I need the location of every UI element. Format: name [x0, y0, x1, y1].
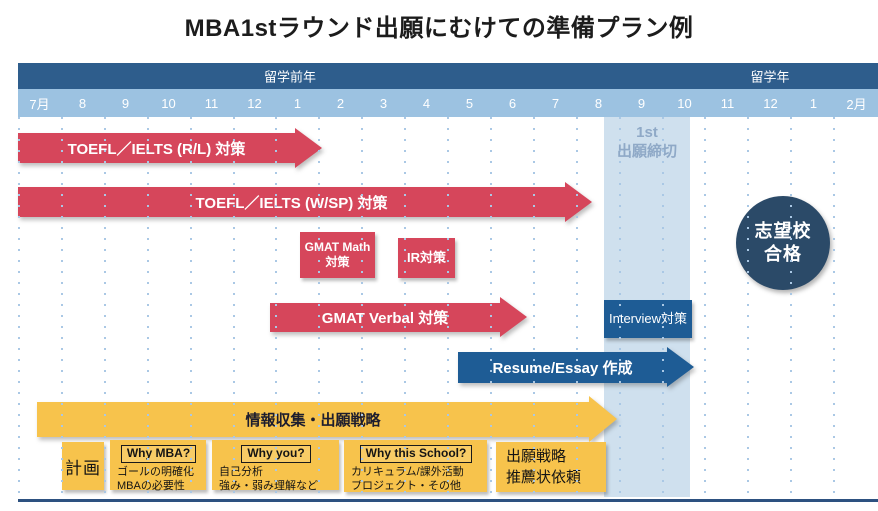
arrow-head-icon — [667, 347, 694, 387]
step-line: 推薦状依頼 — [506, 469, 582, 486]
grid-line — [790, 117, 793, 497]
task-box-ir: IR対策 — [398, 238, 455, 278]
deadline-label: 1st 出願締切 — [604, 124, 690, 162]
month-tick: 10 — [677, 95, 692, 111]
pre-study-year-label: 留学前年 — [263, 69, 317, 85]
step-tag: Why this School? — [359, 445, 473, 463]
task-box-interview: Interview対策 — [604, 300, 692, 338]
month-tick: 11 — [720, 95, 735, 111]
page-title: MBA1stラウンド出願にむけての準備プラン例 — [184, 15, 694, 42]
step-line: カリキュラム/課外活動 — [351, 465, 464, 478]
grid-line — [103, 117, 106, 497]
year-header-band: 留学前年 留学年 — [18, 63, 878, 89]
grid-line — [189, 117, 192, 497]
month-tick: 1 — [293, 95, 302, 111]
task-box-label-line1: GMAT Math — [304, 240, 371, 254]
month-tick: 6 — [508, 95, 517, 111]
month-tick: 8 — [78, 95, 87, 111]
step-box-why-this-school: Why this School? カリキュラム/課外活動 プロジェクト・その他 — [344, 440, 487, 492]
step-line: MBAの必要性 — [117, 480, 185, 493]
month-tick: 12 — [763, 95, 778, 111]
task-bar-label: TOEFL／IELTS (W/SP) 対策 — [18, 187, 565, 217]
month-tick: 3 — [379, 95, 388, 111]
step-line: ゴールの明確化 — [117, 465, 194, 478]
month-tick: 2月 — [846, 96, 867, 112]
month-tick: 12 — [247, 95, 262, 111]
goal-line2: 合格 — [764, 244, 802, 264]
task-box-gmat-math: GMAT Math 対策 — [300, 232, 375, 278]
grid-line — [532, 117, 535, 497]
month-tick: 1 — [809, 95, 818, 111]
grid-line — [60, 117, 63, 497]
task-box-label-line2: 対策 — [325, 255, 350, 269]
step-line: 出願戦略 — [506, 448, 567, 465]
step-line: プロジェクト・その他 — [351, 479, 481, 494]
month-tick: 4 — [422, 95, 431, 111]
chart-area — [18, 117, 876, 497]
task-bar-toefl-wsp: TOEFL／IELTS (W/SP) 対策 — [18, 182, 592, 222]
month-tick: 9 — [121, 95, 130, 111]
grid-line — [275, 117, 278, 497]
task-bar-label: TOEFL／IELTS (R/L) 対策 — [18, 133, 295, 163]
grid-line — [575, 117, 578, 497]
step-line: 強み・弱み理解など — [219, 480, 318, 493]
month-tick: 5 — [465, 95, 474, 111]
task-bar-toefl-rl: TOEFL／IELTS (R/L) 対策 — [18, 128, 322, 168]
task-bar-gmat-verbal: GMAT Verbal 対策 — [270, 297, 527, 337]
step-line: 自己分析 — [219, 465, 263, 478]
grid-line — [232, 117, 235, 497]
task-bar-label: 情報収集・出願戦略 — [37, 401, 589, 437]
grid-line — [661, 117, 664, 497]
arrow-head-icon — [565, 182, 592, 222]
grid-line — [447, 117, 449, 497]
month-tick: 7月 — [29, 96, 50, 112]
month-axis: 7月 8 9 10 11 12 1 2 3 4 5 6 7 8 9 10 11 … — [18, 89, 878, 117]
grid-line — [404, 117, 407, 497]
month-tick: 11 — [204, 95, 219, 111]
task-bar-label: Resume/Essay 作成 — [458, 351, 667, 383]
deadline-line1: 1st — [636, 124, 658, 141]
goal-circle: 志望校 合格 — [736, 196, 830, 290]
month-tick: 8 — [594, 95, 603, 111]
task-box-label: Interview対策 — [608, 310, 688, 326]
task-bar-label: GMAT Verbal 対策 — [270, 302, 500, 332]
grid-line — [833, 117, 836, 497]
grid-line — [618, 117, 621, 497]
grid-line — [361, 117, 364, 497]
goal-line1: 志望校 — [754, 220, 812, 241]
month-tick: 7 — [551, 95, 560, 111]
arrow-head-icon — [500, 297, 527, 337]
bottom-axis-line — [18, 499, 878, 502]
step-box-application-strategy: 出願戦略 推薦状依頼 — [496, 442, 606, 492]
study-year-label: 留学年 — [750, 69, 790, 85]
arrow-head-icon — [589, 396, 617, 442]
month-tick: 10 — [161, 95, 176, 111]
grid-line — [318, 117, 321, 497]
month-tick: 2 — [336, 95, 345, 111]
grid-line — [489, 117, 492, 497]
task-bar-info-gathering: 情報収集・出願戦略 — [37, 396, 617, 442]
grid-line — [146, 117, 149, 497]
month-tick: 9 — [637, 95, 646, 111]
step-box-plan: 計画 — [62, 442, 104, 490]
step-box-why-mba: Why MBA? ゴールの明確化 MBAの必要性 — [110, 440, 206, 492]
grid-line — [704, 117, 707, 497]
task-bar-resume-essay: Resume/Essay 作成 — [458, 347, 694, 387]
grid-line — [747, 117, 750, 497]
grid-line — [18, 117, 20, 497]
step-tag: Why MBA? — [120, 445, 197, 463]
task-box-label: IR対策 — [406, 249, 446, 265]
step-title: 計画 — [65, 458, 101, 478]
deadline-line2: 出願締切 — [616, 142, 677, 160]
